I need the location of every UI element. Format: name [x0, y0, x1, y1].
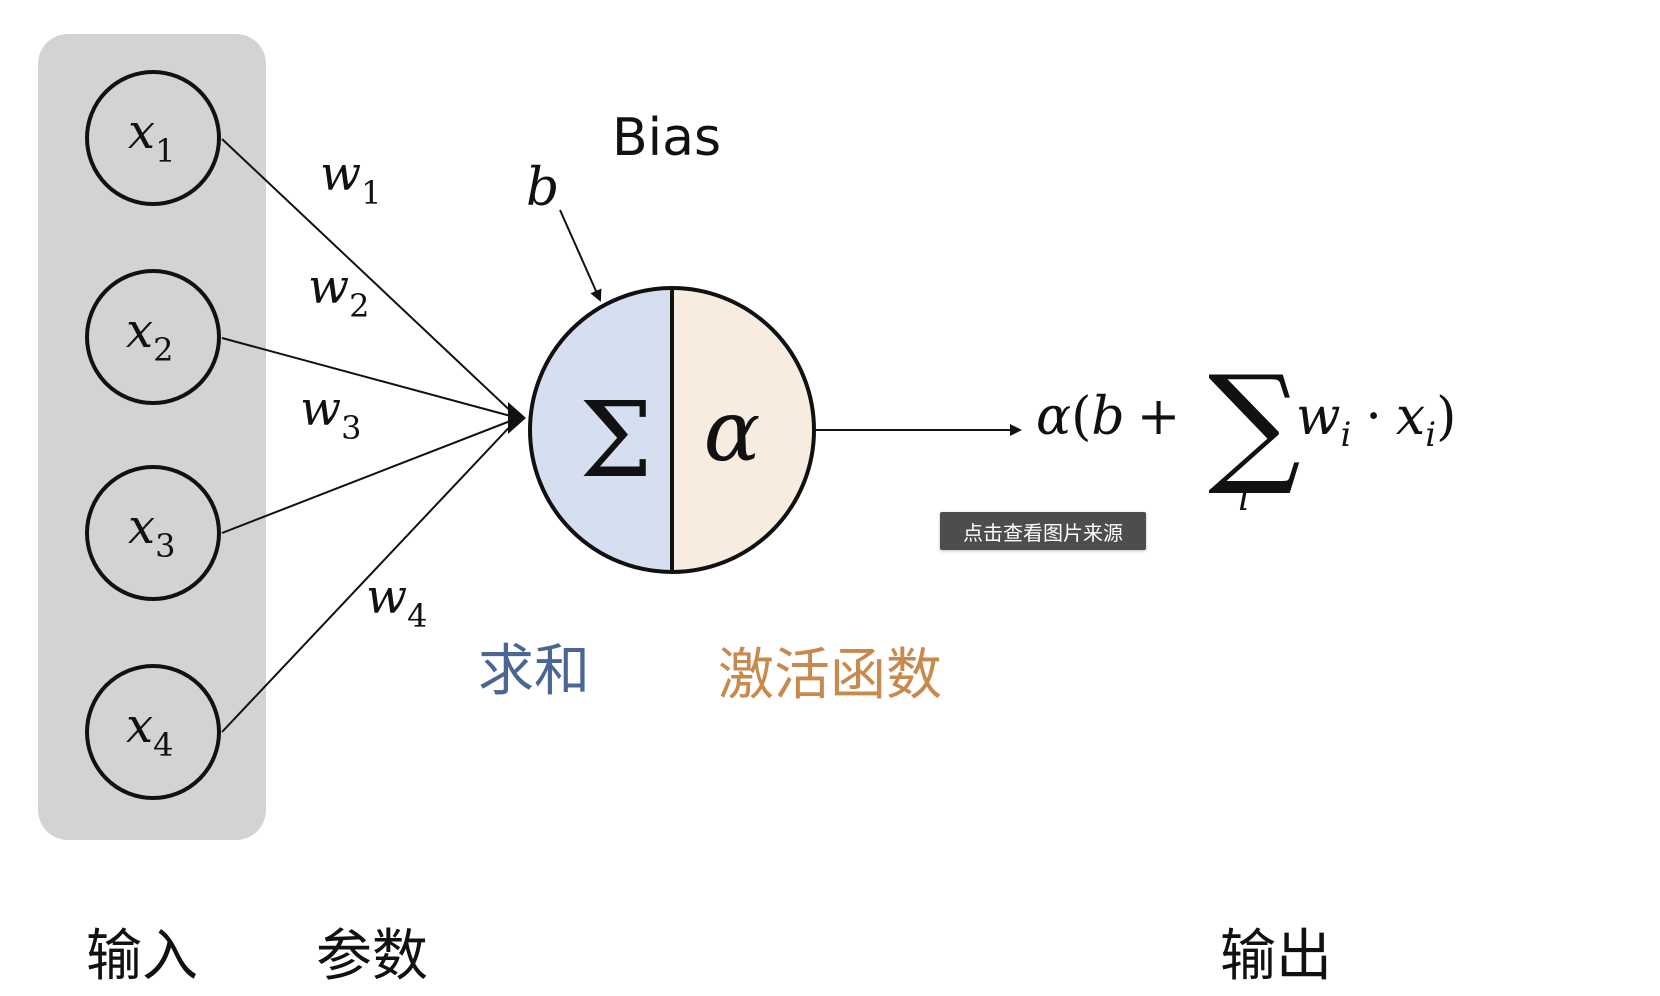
input-panel	[38, 34, 266, 840]
formula-sigma-index: i	[1238, 478, 1250, 519]
image-source-tooltip[interactable]: 点击查看图片来源	[940, 512, 1146, 550]
connection-x2	[221, 337, 519, 419]
weight-connections	[221, 138, 519, 733]
sum-half	[530, 288, 672, 572]
input-nodes	[85, 70, 221, 800]
connection-x3	[221, 417, 519, 534]
weight-label-1: w1	[320, 146, 381, 212]
sum-symbol: Σ	[579, 379, 653, 501]
input-label-3: x3	[128, 499, 175, 565]
bias-title: Bias	[612, 108, 721, 168]
input-node-1	[85, 70, 221, 206]
input-label-1: x1	[128, 104, 175, 170]
activation-symbol: α	[704, 382, 761, 480]
formula-main: α(b+	[1036, 387, 1180, 447]
formula-terms: wi·xi)	[1296, 387, 1456, 455]
activation-half	[672, 288, 814, 572]
connection-x4	[221, 417, 519, 733]
input-node-4	[85, 664, 221, 800]
input-label-4: x4	[126, 698, 173, 764]
weight-label-3: w3	[300, 381, 361, 447]
connection-x1	[221, 138, 519, 419]
bias-symbol: b	[526, 158, 559, 218]
weight-label-2: w2	[308, 259, 369, 325]
input-node-2	[85, 269, 221, 405]
output-formula: α(b+ ∑ i wi·xi)	[1036, 347, 1456, 519]
activation-caption: 激活函数	[718, 643, 942, 708]
neuron: Σ α	[528, 286, 816, 574]
input-label-2: x2	[126, 303, 173, 369]
input-caption: 输入	[86, 924, 198, 989]
params-caption: 参数	[316, 924, 428, 989]
formula-sigma: ∑	[1208, 347, 1301, 499]
weight-label-4: w4	[366, 569, 427, 635]
bias-arrow	[559, 209, 602, 302]
output-caption: 输出	[1220, 924, 1332, 989]
input-node-3	[85, 465, 221, 601]
input-arrowhead	[508, 402, 526, 434]
sum-caption: 求和	[478, 639, 590, 704]
